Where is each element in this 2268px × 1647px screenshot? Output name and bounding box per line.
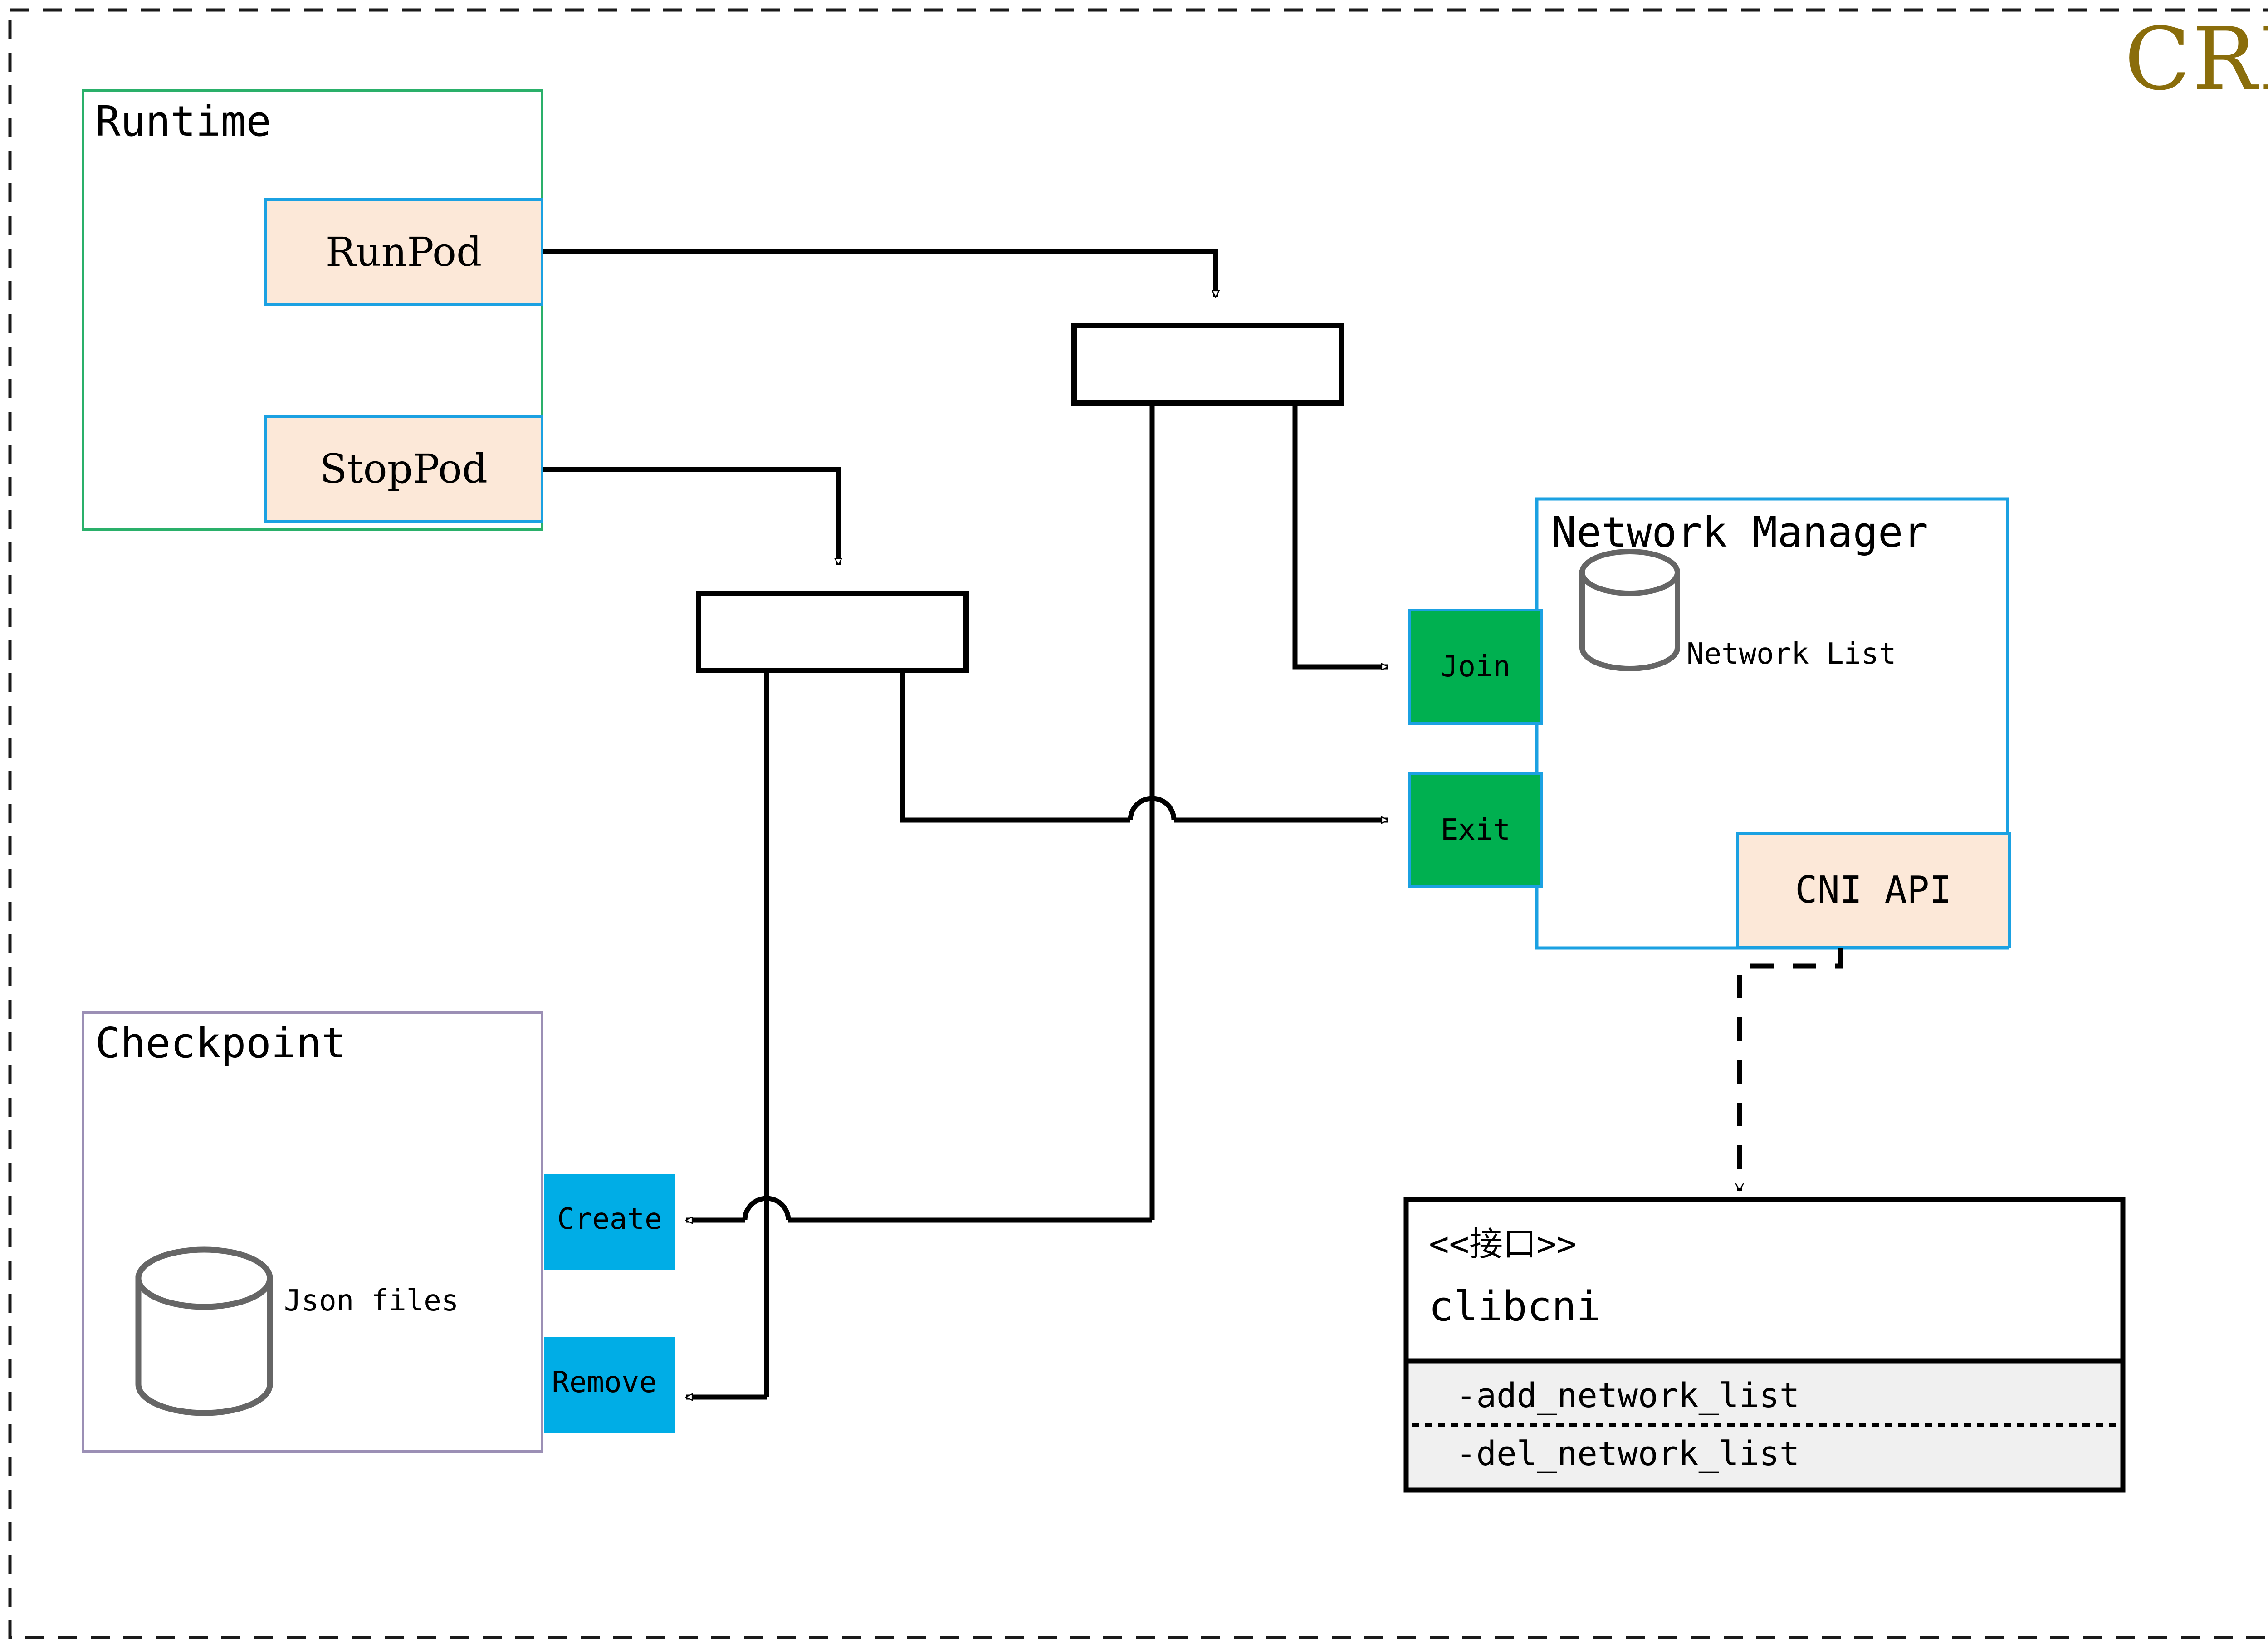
json-files-label: Json files bbox=[284, 1284, 459, 1318]
checkpoint-group-label: Checkpoint bbox=[95, 1019, 347, 1067]
page-title: CRI bbox=[2124, 9, 2268, 109]
create-label: Create bbox=[557, 1202, 662, 1236]
stoppod-label: StopPod bbox=[320, 445, 488, 492]
cni-api-box[interactable] bbox=[1736, 832, 2011, 948]
runtime-group-label: Runtime bbox=[95, 97, 271, 146]
clibcni-method-compartment bbox=[1403, 1358, 2126, 1493]
line-hop-create-crossing bbox=[742, 1196, 791, 1221]
connector-bar-run bbox=[1071, 323, 1344, 406]
json-files-cylinder-icon bbox=[135, 1246, 273, 1416]
network-manager-group-label: Network Manager bbox=[1551, 508, 1928, 557]
join-box[interactable] bbox=[1408, 609, 1543, 725]
edge-stoppod-to-bar bbox=[542, 467, 838, 565]
remove-box[interactable] bbox=[544, 1337, 675, 1433]
runpod-box[interactable] bbox=[264, 198, 543, 306]
exit-label: Exit bbox=[1440, 813, 1511, 847]
connector-bar-stop bbox=[696, 591, 969, 673]
remove-label: Remove bbox=[552, 1366, 657, 1399]
network-list-label: Network List bbox=[1686, 637, 1897, 671]
exit-box[interactable] bbox=[1408, 772, 1543, 888]
create-box[interactable] bbox=[544, 1174, 675, 1270]
clibcni-method-del: -del_network_list bbox=[1456, 1434, 1800, 1473]
line-hop-exit-crossing bbox=[1128, 796, 1177, 821]
clibcni-stereotype: <<接口>> bbox=[1429, 1225, 1577, 1264]
edge-bar-stop-to-exit bbox=[900, 669, 1130, 823]
edge-bar-run-to-join bbox=[1292, 401, 1388, 667]
stoppod-box[interactable] bbox=[264, 415, 543, 523]
clibcni-name: clibcni bbox=[1429, 1283, 1601, 1330]
network-list-cylinder-icon bbox=[1579, 549, 1680, 671]
edge-cniapi-to-clibcni bbox=[1740, 948, 1843, 1191]
clibcni-method-add: -add_network_list bbox=[1456, 1376, 1800, 1415]
edge-runpod-to-bar bbox=[542, 249, 1216, 297]
runpod-label: RunPod bbox=[325, 229, 482, 275]
join-label: Join bbox=[1440, 650, 1511, 684]
cni-api-label: CNI API bbox=[1795, 869, 1952, 912]
outer-frame bbox=[8, 8, 2268, 1639]
